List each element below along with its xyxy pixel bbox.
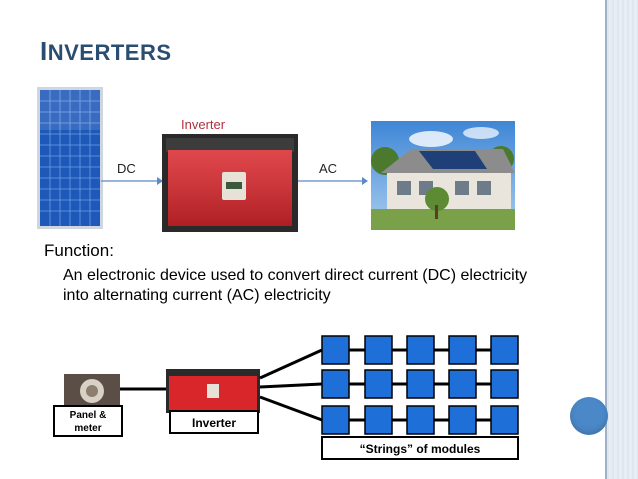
module bbox=[364, 335, 393, 365]
module bbox=[364, 405, 393, 435]
function-description: An electronic device used to convert dir… bbox=[63, 267, 528, 304]
title-rest: NVERTERS bbox=[47, 40, 172, 65]
inverter-image bbox=[162, 134, 298, 232]
slide-title: INVERTERS bbox=[40, 36, 172, 67]
module bbox=[406, 405, 435, 435]
module-grid bbox=[321, 335, 519, 435]
module bbox=[406, 335, 435, 365]
strings-label-box bbox=[321, 436, 519, 460]
inverter-label: Inverter bbox=[181, 117, 226, 132]
module bbox=[321, 405, 350, 435]
module bbox=[490, 369, 519, 399]
dc-label: DC bbox=[117, 161, 136, 176]
panel-meter-label-line1: Panel & bbox=[70, 410, 107, 421]
module bbox=[490, 335, 519, 365]
system-diagram: Panel & meter Inverter bbox=[53, 335, 519, 460]
solar-panel-image bbox=[37, 87, 103, 229]
title-initial: I bbox=[40, 36, 48, 66]
bottom-inverter-label: Inverter bbox=[192, 416, 236, 430]
module bbox=[448, 335, 477, 365]
right-border-line bbox=[605, 0, 607, 479]
decorative-circle bbox=[570, 397, 608, 435]
module bbox=[448, 405, 477, 435]
right-decorative-band bbox=[607, 0, 638, 479]
module bbox=[490, 405, 519, 435]
panel-meter-label-line2: meter bbox=[74, 423, 101, 434]
dc-arrow bbox=[101, 177, 163, 185]
ac-arrow bbox=[298, 177, 368, 185]
house-image bbox=[371, 121, 515, 230]
function-label: Function: bbox=[44, 241, 114, 260]
module bbox=[321, 369, 350, 399]
panel-meter-label-box bbox=[53, 405, 123, 437]
module bbox=[406, 369, 435, 399]
module bbox=[364, 369, 393, 399]
module bbox=[448, 369, 477, 399]
module bbox=[321, 335, 350, 365]
strings-label: “Strings” of modules bbox=[360, 442, 481, 456]
inverter-label-box bbox=[169, 410, 259, 434]
ac-label: AC bbox=[319, 161, 338, 176]
